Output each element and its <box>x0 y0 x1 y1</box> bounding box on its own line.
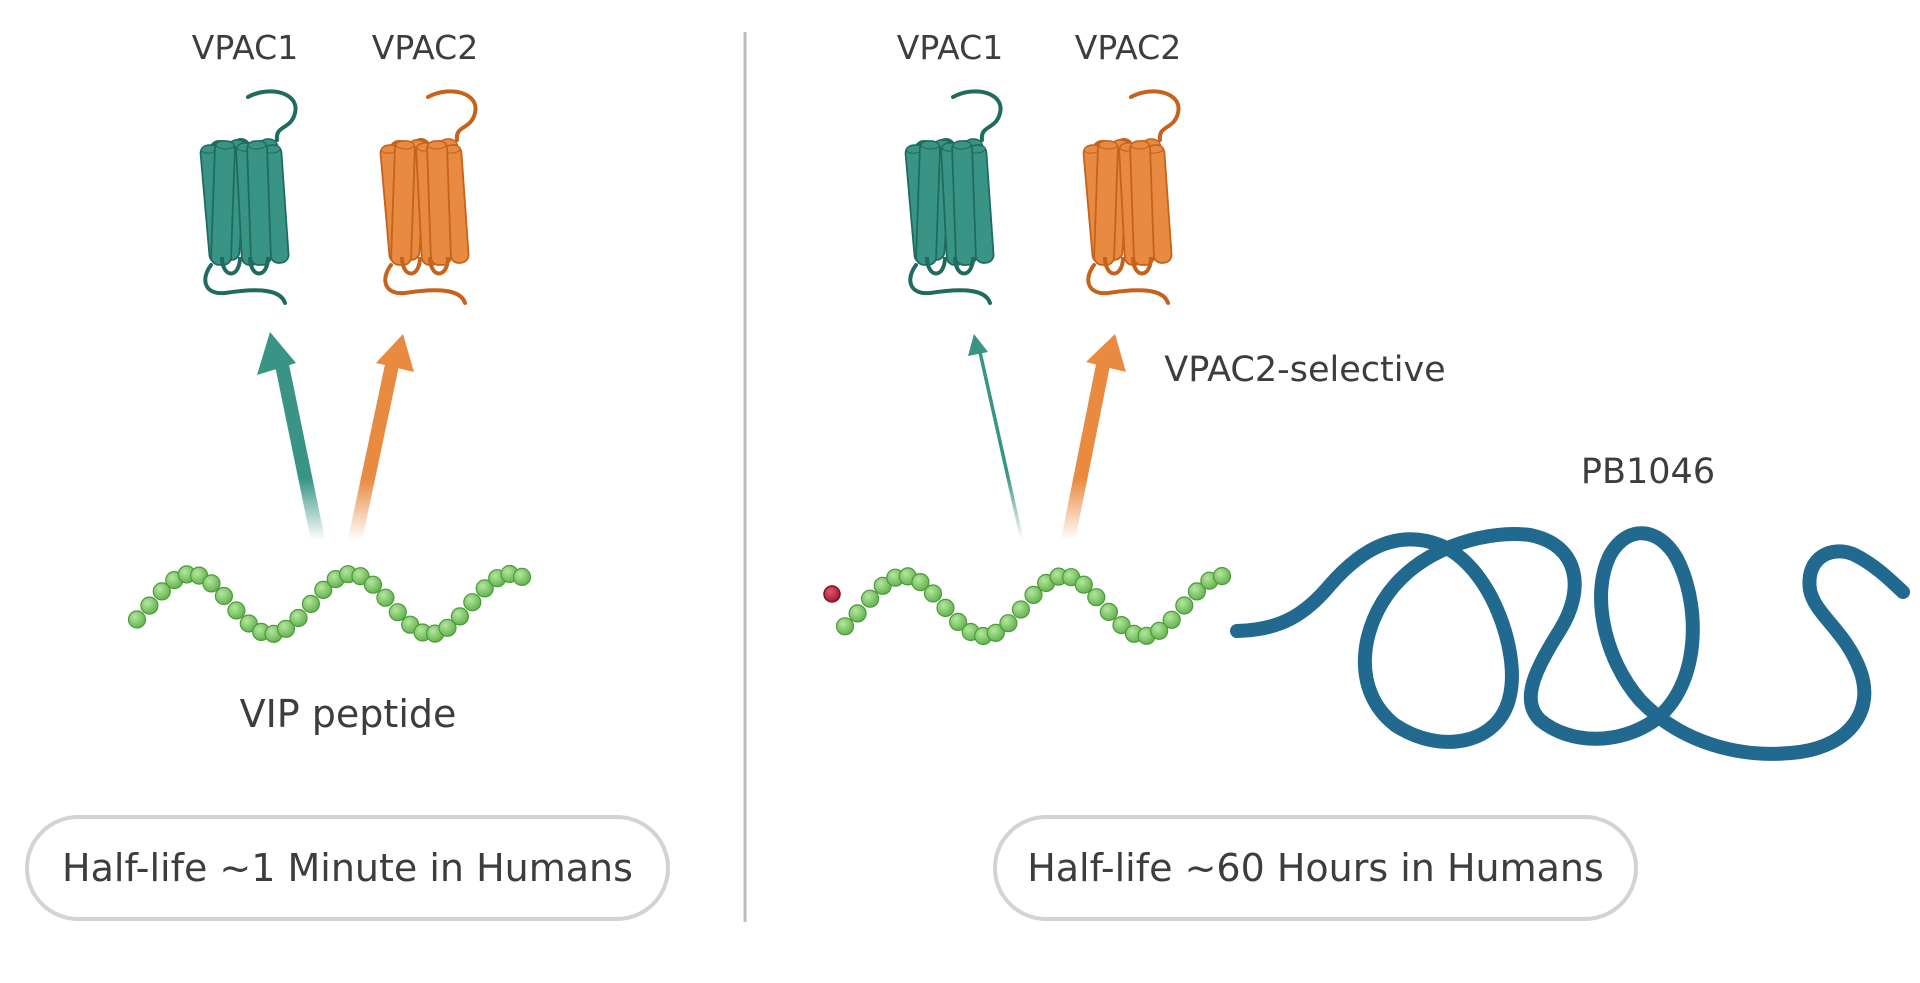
vpac1-receptor-icon <box>199 89 298 305</box>
pb1046-polymer-chain <box>1230 526 1910 761</box>
left-half-life-text: Half-life ~1 Minute in Humans <box>62 846 633 890</box>
vip-peptide-label: VIP peptide <box>239 692 457 736</box>
vip-peptide-chain <box>127 564 532 643</box>
pb1046-label: PB1046 <box>1580 452 1716 492</box>
vpac2-selective-label: VPAC2-selective <box>1164 350 1446 390</box>
vpac1-receptor-icon <box>904 89 1003 305</box>
right-vpac2-label: VPAC2 <box>1074 28 1182 67</box>
left-vpac2-label: VPAC2 <box>371 28 479 67</box>
vpac2-receptor-icon <box>379 89 478 305</box>
vpac2-binding-arrow <box>1061 334 1126 542</box>
right-half-life-pill: Half-life ~60 Hours in Humans <box>993 815 1638 921</box>
right-vpac1-label: VPAC1 <box>896 28 1004 67</box>
left-half-life-pill: Half-life ~1 Minute in Humans <box>25 815 670 921</box>
right-half-life-text: Half-life ~60 Hours in Humans <box>1027 846 1604 890</box>
pb1046-peptide-chain <box>835 566 1232 646</box>
end-cap-bead <box>823 585 841 603</box>
vpac2-binding-arrow <box>348 334 414 542</box>
left-vpac1-label: VPAC1 <box>191 28 299 67</box>
vpac1-weak-binding-arrow <box>968 334 1024 541</box>
vpac2-receptor-icon <box>1082 89 1181 305</box>
vpac1-binding-arrow <box>257 332 325 542</box>
